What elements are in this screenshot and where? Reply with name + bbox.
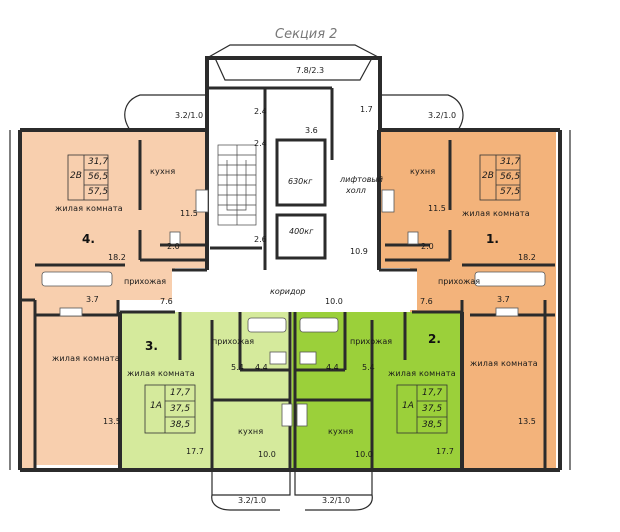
corridor-area (172, 270, 417, 310)
apartment-2-area[interactable] (292, 312, 462, 470)
apartment-3-area[interactable] (120, 312, 292, 470)
core-area (207, 88, 379, 270)
apartment-1-area[interactable] (378, 130, 556, 470)
